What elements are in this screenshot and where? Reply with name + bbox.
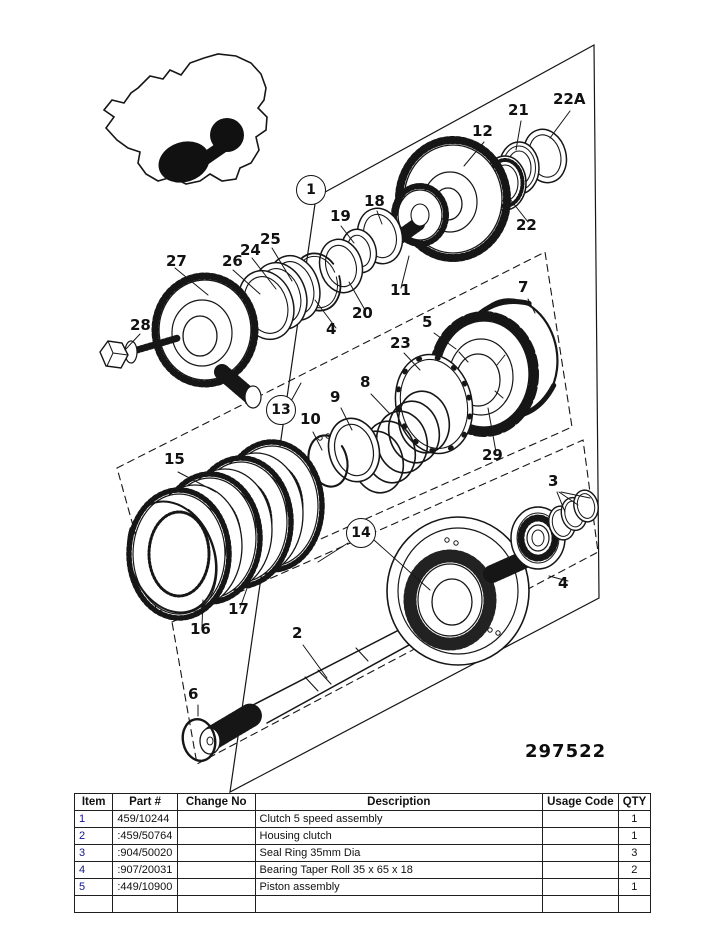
- cell-item: 5: [73, 878, 114, 896]
- cell-item: 2: [73, 827, 114, 845]
- callout-6: 6: [188, 685, 199, 703]
- ring-20: [318, 238, 364, 294]
- callout-13: 13: [266, 395, 296, 425]
- callout-18: 18: [364, 192, 385, 210]
- cell-change: [176, 861, 256, 879]
- snap-ring-16: [122, 499, 218, 617]
- location-highlight: [158, 118, 244, 183]
- seal-rings-3: [548, 489, 599, 541]
- cell-usage: [542, 827, 619, 845]
- callout-4-lower: 4: [558, 574, 569, 592]
- cell-change: [176, 844, 256, 862]
- callout-7: 7: [518, 278, 529, 296]
- gear-27: [151, 272, 262, 409]
- cell-qty: 1: [617, 827, 652, 845]
- col-header-item: Item: [73, 793, 114, 811]
- table-empty-row: [73, 895, 652, 913]
- callout-8: 8: [360, 373, 371, 391]
- callout-11: 11: [390, 281, 411, 299]
- col-header-change: Change No: [176, 793, 256, 811]
- cell-usage: [542, 844, 619, 862]
- table-row: 5 :449/10900 Piston assembly 1: [73, 878, 652, 896]
- cell-usage: [542, 861, 619, 879]
- synchro-rings-25-24-26: [237, 254, 321, 341]
- cell-qty: [617, 895, 652, 913]
- callout-17: 17: [228, 600, 249, 618]
- callout-20: 20: [352, 304, 373, 322]
- cell-desc: [254, 895, 544, 913]
- cell-qty: 1: [617, 810, 652, 828]
- callout-10: 10: [300, 410, 321, 428]
- leader-lines: [124, 110, 591, 717]
- callout-22A: 22A: [553, 90, 586, 108]
- cell-desc: Seal Ring 35mm Dia: [254, 844, 544, 862]
- cell-usage: [542, 878, 619, 896]
- callout-29: 29: [482, 446, 503, 464]
- col-header-usage: Usage Code: [542, 793, 619, 811]
- cell-change: [176, 878, 256, 896]
- table-header-row: Item Part # Change No Description Usage …: [73, 793, 652, 811]
- cell-qty: 2: [617, 861, 652, 879]
- housing-drum: [386, 516, 530, 666]
- cell-item: 1: [73, 810, 114, 828]
- cell-part: :904/50020: [112, 844, 178, 862]
- table-row: 4 :907/20031 Bearing Taper Roll 35 x 65 …: [73, 861, 652, 879]
- callout-3: 3: [548, 472, 559, 490]
- figure-number: 297522: [525, 741, 607, 762]
- col-header-desc: Description: [254, 793, 544, 811]
- cell-desc: Piston assembly: [254, 878, 544, 896]
- cell-part: :449/10900: [112, 878, 178, 896]
- cell-part: [112, 895, 178, 913]
- callout-1: 1: [296, 175, 326, 205]
- table-row: 2 :459/50764 Housing clutch 1: [73, 827, 652, 845]
- cell-desc: Housing clutch: [254, 827, 544, 845]
- callout-2: 2: [292, 624, 303, 642]
- col-header-part: Part #: [112, 793, 178, 811]
- parts-table: Item Part # Change No Description Usage …: [73, 793, 652, 913]
- callout-27: 27: [166, 252, 187, 270]
- cell-part: :907/20031: [112, 861, 178, 879]
- callout-28: 28: [130, 316, 151, 334]
- callout-26: 26: [222, 252, 243, 270]
- callout-4-upper: 4: [326, 320, 337, 338]
- bolt-28: [99, 334, 182, 369]
- callout-14: 14: [346, 518, 376, 548]
- col-header-qty: QTY: [617, 793, 652, 811]
- callout-9: 9: [330, 388, 341, 406]
- callout-24: 24: [240, 241, 261, 259]
- o-ring-6: [181, 717, 217, 763]
- cell-qty: 1: [617, 878, 652, 896]
- callout-25: 25: [260, 230, 281, 248]
- cell-usage: [542, 895, 619, 913]
- group-boundary-1: [229, 43, 600, 794]
- callout-19: 19: [330, 207, 351, 225]
- callout-21: 21: [508, 101, 529, 119]
- callout-15: 15: [164, 450, 185, 468]
- cell-qty: 3: [617, 844, 652, 862]
- callout-16: 16: [190, 620, 211, 638]
- callout-5: 5: [422, 313, 433, 331]
- cell-usage: [542, 810, 619, 828]
- clutch-plate-pack: [122, 439, 325, 621]
- callout-22: 22: [516, 216, 537, 234]
- table-row: 1 459/10244 Clutch 5 speed assembly 1: [73, 810, 652, 828]
- cell-part: 459/10244: [112, 810, 178, 828]
- cell-change: [176, 810, 256, 828]
- location-thumbnail: [102, 53, 268, 185]
- cell-desc: Bearing Taper Roll 35 x 65 x 18: [254, 861, 544, 879]
- cell-part: :459/50764: [112, 827, 178, 845]
- table-row: 3 :904/50020 Seal Ring 35mm Dia 3: [73, 844, 652, 862]
- cell-item: [73, 895, 114, 913]
- spring-8: [351, 390, 451, 494]
- cell-item: 3: [73, 844, 114, 862]
- cell-desc: Clutch 5 speed assembly: [254, 810, 544, 828]
- detail-boundary-14: [171, 439, 599, 765]
- cell-change: [176, 895, 256, 913]
- callout-12: 12: [472, 122, 493, 140]
- cell-change: [176, 827, 256, 845]
- cell-item: 4: [73, 861, 114, 879]
- callout-23: 23: [390, 334, 411, 352]
